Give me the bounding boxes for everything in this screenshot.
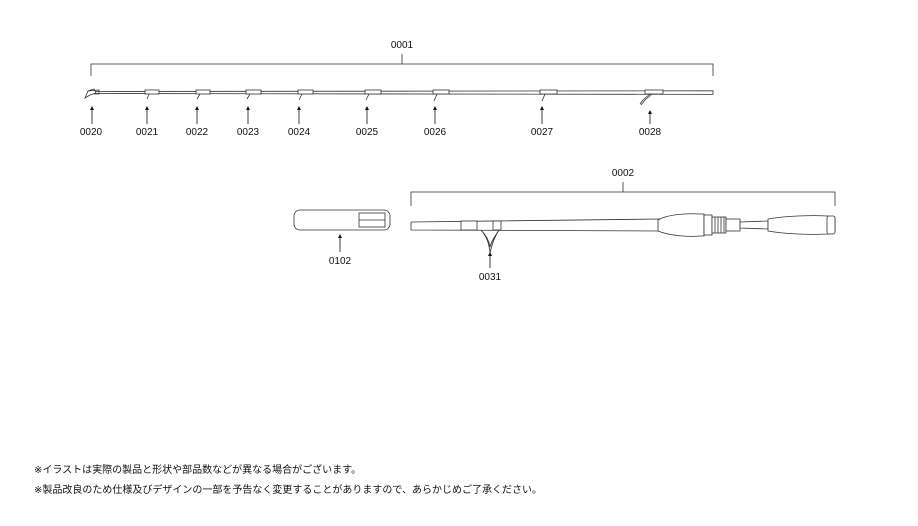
label-butt-guide: 0031 — [478, 272, 502, 283]
disclaimer-note-1: ※イラストは実際の製品と形状や部品数などが異なる場合がございます。 — [34, 465, 362, 476]
reel-seat — [703, 214, 741, 236]
butt-section-blank — [410, 213, 836, 254]
label-guide-22: 0022 — [185, 127, 209, 138]
tip-section-blank — [84, 88, 714, 99]
rear-grip — [767, 215, 836, 235]
disclaimer-note-2: ※製品改良のため仕様及びデザインの一部を予告なく変更することがありますので、あら… — [34, 485, 542, 496]
label-rod-band: 0102 — [328, 256, 352, 267]
guide-0025 — [364, 89, 382, 101]
tip-section-bracket — [90, 54, 714, 76]
label-guide-25: 0025 — [355, 127, 379, 138]
guide-0024 — [297, 89, 314, 101]
label-guide-24: 0024 — [287, 127, 311, 138]
label-guide-27: 0027 — [530, 127, 554, 138]
butt-section-bracket — [410, 182, 836, 206]
label-guide-28: 0028 — [638, 127, 662, 138]
label-guide-23: 0023 — [236, 127, 260, 138]
tip-leaders — [90, 106, 652, 124]
label-butt-section: 0002 — [611, 168, 635, 179]
label-tip-section: 0001 — [390, 40, 414, 51]
label-tip-guide: 0020 — [79, 127, 103, 138]
guide-0021 — [144, 89, 160, 100]
label-guide-21: 0021 — [135, 127, 159, 138]
tip-guides — [144, 89, 664, 106]
label-guide-26: 0026 — [423, 127, 447, 138]
guide-0028 — [639, 89, 664, 106]
guide-0023 — [245, 89, 262, 100]
guide-0022 — [195, 89, 211, 100]
rod-band — [293, 209, 391, 231]
guide-0026 — [432, 89, 450, 102]
fore-grip — [657, 213, 705, 237]
guide-0027 — [539, 89, 558, 102]
butt-guide-0031 — [460, 220, 502, 254]
